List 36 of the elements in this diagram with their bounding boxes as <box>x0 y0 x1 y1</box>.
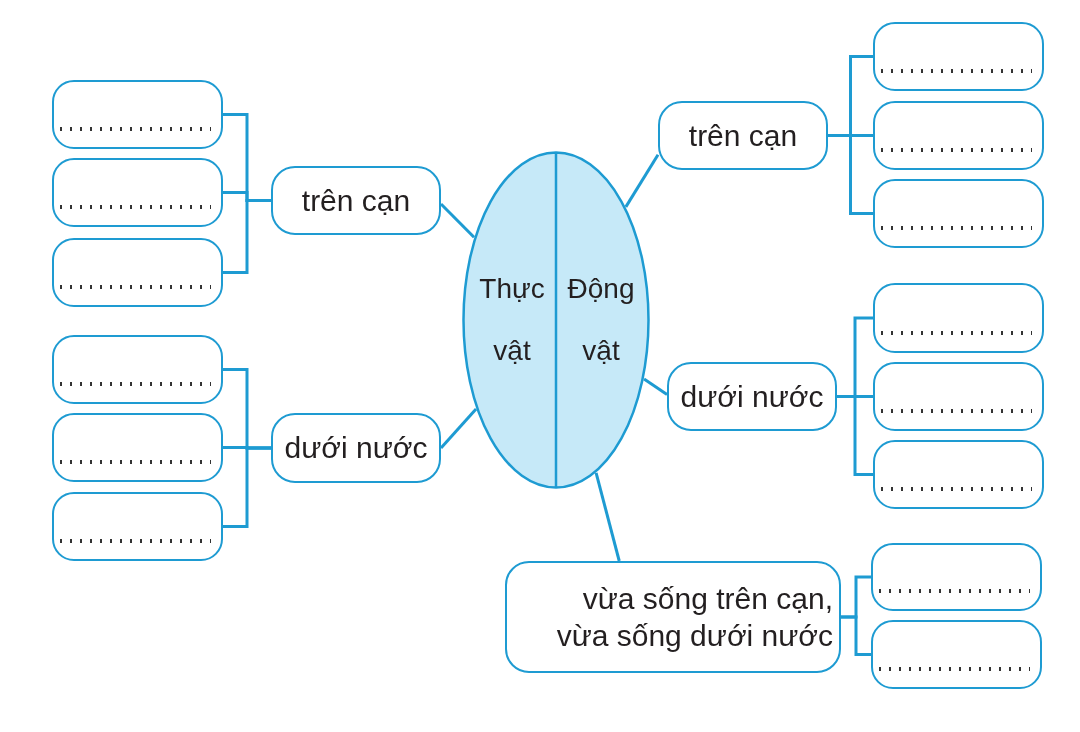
answer-box <box>52 158 223 227</box>
connector-line <box>624 154 660 208</box>
answer-box <box>873 101 1044 170</box>
category-box <box>667 362 837 431</box>
connector-line <box>643 377 668 396</box>
node-label: vừa sống trên cạn, vừa sống dưới nước <box>555 580 833 654</box>
answer-box <box>873 22 1044 91</box>
connector-line <box>841 615 871 656</box>
answer-box <box>871 620 1042 689</box>
connector-line <box>594 472 621 562</box>
answer-box <box>52 335 223 404</box>
category-box <box>505 561 841 673</box>
connector-line <box>439 407 478 449</box>
node-label: trên cạn <box>301 182 411 219</box>
node-label: Thực vật <box>478 272 546 368</box>
answer-box <box>52 413 223 482</box>
connector-line <box>223 446 271 528</box>
connector-line <box>439 202 476 239</box>
connector-line <box>223 199 271 274</box>
answer-box <box>52 492 223 561</box>
category-box <box>271 413 441 483</box>
answer-box <box>52 80 223 149</box>
answer-box <box>871 543 1042 611</box>
node-label: dưới nước <box>284 430 428 467</box>
connector-line <box>828 134 873 215</box>
category-box <box>271 166 441 235</box>
category-box <box>658 101 828 170</box>
node-label: trên cạn <box>688 117 798 154</box>
answer-box <box>873 362 1044 431</box>
answer-box <box>873 283 1044 353</box>
connector-line <box>837 395 873 476</box>
answer-box <box>52 238 223 307</box>
node-label: Động vật <box>566 272 636 368</box>
node-label: dưới nước <box>680 378 824 415</box>
answer-box <box>873 440 1044 509</box>
answer-box <box>873 179 1044 248</box>
